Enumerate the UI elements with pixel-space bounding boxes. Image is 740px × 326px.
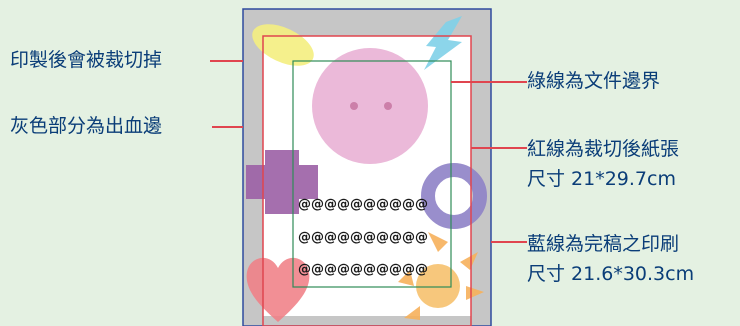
sample-row-2: @@@@@@@@@@ [298, 230, 428, 245]
face-eye-right [384, 102, 392, 110]
face-circle-shape [312, 48, 428, 164]
sample-row-3: @@@@@@@@@@ [298, 262, 428, 277]
sample-row-1: @@@@@@@@@@ [298, 197, 428, 212]
face-eye-left [350, 102, 358, 110]
